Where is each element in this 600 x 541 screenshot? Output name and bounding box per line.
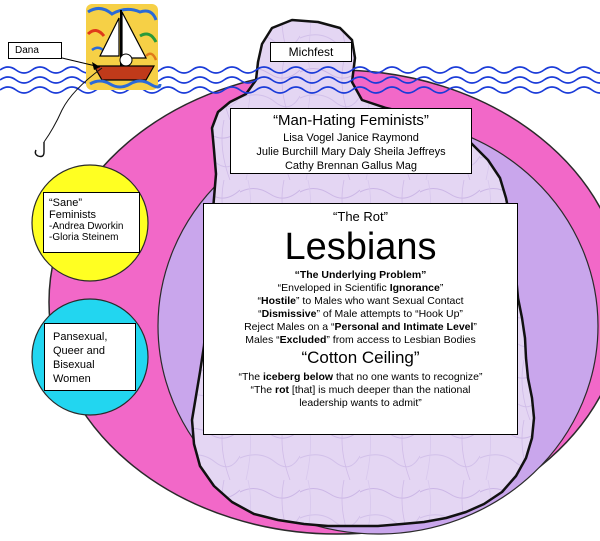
man-hating-title: “Man-Hating Feminists”	[273, 112, 429, 129]
pan-line-3: Bisexual	[53, 359, 95, 371]
rot-title: “The Rot”	[333, 209, 388, 224]
fishing-line	[34, 67, 103, 158]
man-hating-names-line-1: Lisa Vogel Janice Raymond	[283, 132, 419, 144]
dana-label: Dana	[8, 42, 62, 59]
rot-line-3: “Dismissive” of Male attempts to “Hook U…	[258, 308, 463, 320]
pan-line-4: Women	[53, 373, 91, 385]
sane-line-4: -Gloria Steinem	[49, 232, 119, 243]
sane-line-2: Feminists	[49, 209, 97, 221]
rot-line-1: “Enveloped in Scientific Ignorance”	[277, 282, 444, 294]
man-hating-names-line-2: Julie Burchill Mary Daly Sheila Jeffreys	[256, 146, 446, 158]
sane-line-1: “Sane”	[49, 197, 83, 209]
sailboat-picture	[86, 4, 162, 90]
rot-quote-2-cont: leadership wants to admit”	[299, 397, 422, 409]
michfest-label: Michfest	[270, 42, 352, 62]
man-hating-names-line-3: Cathy Brennan Gallus Mag	[284, 160, 418, 172]
sane-line-3: -Andrea Dworkin	[49, 221, 124, 232]
underlying-problem: “The Underlying Problem”	[204, 269, 517, 282]
rot-line-5: Males “Excluded” from access to Lesbian …	[245, 334, 476, 346]
pansexual-box: Pansexual, Queer and Bisexual Women	[44, 323, 136, 391]
the-rot-box: “The Rot” Lesbians “The Underlying Probl…	[203, 203, 518, 435]
rot-line-4: Reject Males on a “Personal and Intimate…	[244, 321, 477, 333]
rot-line-2: “Hostile” to Males who want Sexual Conta…	[257, 295, 464, 307]
pan-line-1: Pansexual,	[53, 331, 108, 343]
michfest-text: Michfest	[288, 45, 334, 59]
pan-line-2: Queer and	[53, 345, 105, 357]
rot-quote-2: “The rot [that] is much deeper than the …	[250, 384, 471, 396]
underlying-problem-text: “The Underlying Problem”	[294, 269, 427, 281]
dana-arrow	[61, 57, 101, 70]
cotton-ceiling: “Cotton Ceiling”	[301, 348, 420, 367]
man-hating-feminists-box: “Man-Hating Feminists” Lisa Vogel Janice…	[230, 108, 472, 174]
rot-quote-1: “The iceberg below that no one wants to …	[238, 371, 483, 383]
dana-text: Dana	[15, 45, 39, 56]
lesbians-heading: Lesbians	[284, 226, 437, 268]
sane-feminists-box: “Sane” Feminists -Andrea Dworkin -Gloria…	[43, 192, 140, 253]
